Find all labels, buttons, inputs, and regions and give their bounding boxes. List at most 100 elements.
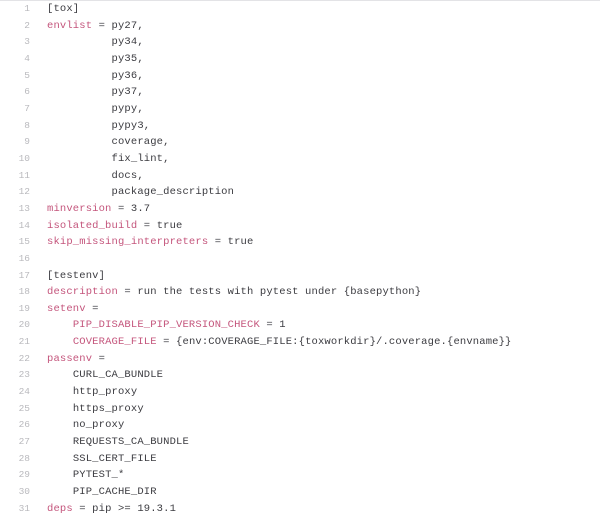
line-number[interactable]: 23 — [18, 369, 30, 381]
line-content[interactable]: minversion = 3.7 — [39, 201, 600, 218]
code-line-row: 2 envlist = py27, — [0, 18, 600, 35]
line-number[interactable]: 10 — [18, 152, 30, 164]
indent-space — [47, 486, 73, 498]
line-content[interactable]: py34, — [39, 34, 600, 51]
line-content[interactable]: coverage, — [39, 134, 600, 151]
line-number[interactable]: 30 — [18, 486, 30, 498]
line-number[interactable]: 5 — [24, 69, 30, 81]
line-content[interactable]: setenv = — [39, 301, 600, 318]
line-content[interactable]: fix_lint, — [39, 151, 600, 168]
line-number[interactable]: 18 — [18, 286, 30, 298]
line-number[interactable]: 6 — [24, 86, 30, 98]
config-value: run the tests with pytest under {basepyt… — [137, 286, 422, 299]
line-number[interactable]: 29 — [18, 469, 30, 481]
code-line-row: 26 no_proxy — [0, 417, 600, 434]
code-line-row: 16 — [0, 251, 600, 268]
line-number[interactable]: 7 — [24, 102, 30, 114]
line-content[interactable]: REQUESTS_CA_BUNDLE — [39, 434, 600, 451]
line-content[interactable]: PIP_DISABLE_PIP_VERSION_CHECK = 1 — [39, 317, 600, 334]
line-content[interactable]: https_proxy — [39, 401, 600, 418]
continuation-value: docs, — [47, 169, 144, 182]
code-line-row: 13 minversion = 3.7 — [0, 201, 600, 218]
code-line-row: 5 py36, — [0, 68, 600, 85]
continuation-value: pypy3, — [47, 119, 151, 132]
line-content[interactable]: http_proxy — [39, 384, 600, 401]
line-number[interactable]: 14 — [18, 219, 30, 231]
line-content[interactable]: no_proxy — [39, 417, 600, 434]
config-key: passenv — [47, 352, 93, 365]
line-number[interactable]: 11 — [18, 169, 30, 181]
code-line-row: 8 pypy3, — [0, 118, 600, 135]
line-number[interactable]: 2 — [24, 19, 30, 31]
line-number[interactable]: 9 — [24, 136, 30, 148]
line-content[interactable]: py36, — [39, 68, 600, 85]
config-key: deps — [47, 502, 73, 515]
line-number[interactable]: 24 — [18, 386, 30, 398]
line-number[interactable]: 13 — [18, 202, 30, 214]
code-line-row: 14 isolated_build = true — [0, 218, 600, 235]
continuation-value: coverage, — [47, 136, 170, 149]
line-content[interactable]: [testenv] — [39, 268, 600, 285]
line-number[interactable]: 26 — [18, 419, 30, 431]
line-number[interactable]: 8 — [24, 119, 30, 131]
line-content[interactable]: [tox] — [39, 1, 600, 18]
line-content[interactable]: isolated_build = true — [39, 218, 600, 235]
assignment-operator: = — [117, 286, 138, 299]
line-content[interactable]: passenv = — [39, 351, 600, 368]
line-content[interactable]: skip_missing_interpreters = true — [39, 234, 600, 251]
line-number[interactable]: 16 — [18, 252, 30, 264]
line-content[interactable]: envlist = py27, — [39, 18, 600, 35]
line-content[interactable]: package_description — [39, 184, 600, 201]
line-number[interactable]: 20 — [18, 319, 30, 331]
line-number[interactable]: 25 — [18, 402, 30, 414]
config-key: isolated_build — [47, 219, 138, 232]
line-content[interactable]: py35, — [39, 51, 600, 68]
config-key: description — [47, 286, 118, 299]
line-number[interactable]: 22 — [18, 352, 30, 364]
line-number[interactable]: 31 — [18, 502, 30, 514]
line-content[interactable]: PYTEST_* — [39, 467, 600, 484]
line-content[interactable]: description = run the tests with pytest … — [39, 284, 600, 301]
line-content[interactable]: COVERAGE_FILE = {env:COVERAGE_FILE:{toxw… — [39, 334, 600, 351]
line-content[interactable]: deps = pip >= 19.3.1 — [39, 501, 600, 518]
line-content[interactable]: CURL_CA_BUNDLE — [39, 367, 600, 384]
line-number[interactable]: 27 — [18, 436, 30, 448]
line-content[interactable]: PIP_CACHE_DIR — [39, 484, 600, 501]
assignment-operator: = — [156, 336, 177, 349]
line-content[interactable]: pypy3, — [39, 118, 600, 135]
line-number[interactable]: 15 — [18, 236, 30, 248]
line-content[interactable]: docs, — [39, 168, 600, 185]
config-key: skip_missing_interpreters — [47, 236, 209, 249]
code-line-row: 24 http_proxy — [0, 384, 600, 401]
line-number[interactable]: 28 — [18, 452, 30, 464]
line-number[interactable]: 19 — [18, 302, 30, 314]
line-number[interactable]: 12 — [18, 186, 30, 198]
line-number[interactable]: 17 — [18, 269, 30, 281]
section-header: [tox] — [47, 3, 80, 15]
config-key: COVERAGE_FILE — [72, 336, 157, 349]
code-line-row: 21 COVERAGE_FILE = {env:COVERAGE_FILE:{t… — [0, 334, 600, 351]
line-content[interactable]: SSL_CERT_FILE — [39, 451, 600, 468]
code-line-row: 25 https_proxy — [0, 401, 600, 418]
indent-space — [47, 386, 73, 398]
assignment-operator: = — [111, 202, 131, 215]
line-number[interactable]: 3 — [24, 36, 30, 48]
assignment-operator: = — [92, 19, 112, 32]
code-line-row: 19 setenv = — [0, 301, 600, 318]
line-number[interactable]: 4 — [24, 52, 30, 64]
line-number[interactable]: 1 — [24, 3, 30, 14]
continuation-value: pypy, — [47, 102, 144, 115]
list-item-value: REQUESTS_CA_BUNDLE — [72, 436, 189, 449]
line-number[interactable]: 21 — [18, 336, 30, 348]
indent-space — [47, 436, 73, 448]
code-line-row: 10 fix_lint, — [0, 151, 600, 168]
indent-space — [47, 369, 73, 381]
indent-space — [47, 419, 73, 431]
blank-line[interactable] — [39, 251, 600, 268]
list-item-value: PIP_CACHE_DIR — [72, 486, 157, 499]
line-content[interactable]: py37, — [39, 84, 600, 101]
config-value: py27, — [111, 19, 144, 32]
line-content[interactable]: pypy, — [39, 101, 600, 118]
